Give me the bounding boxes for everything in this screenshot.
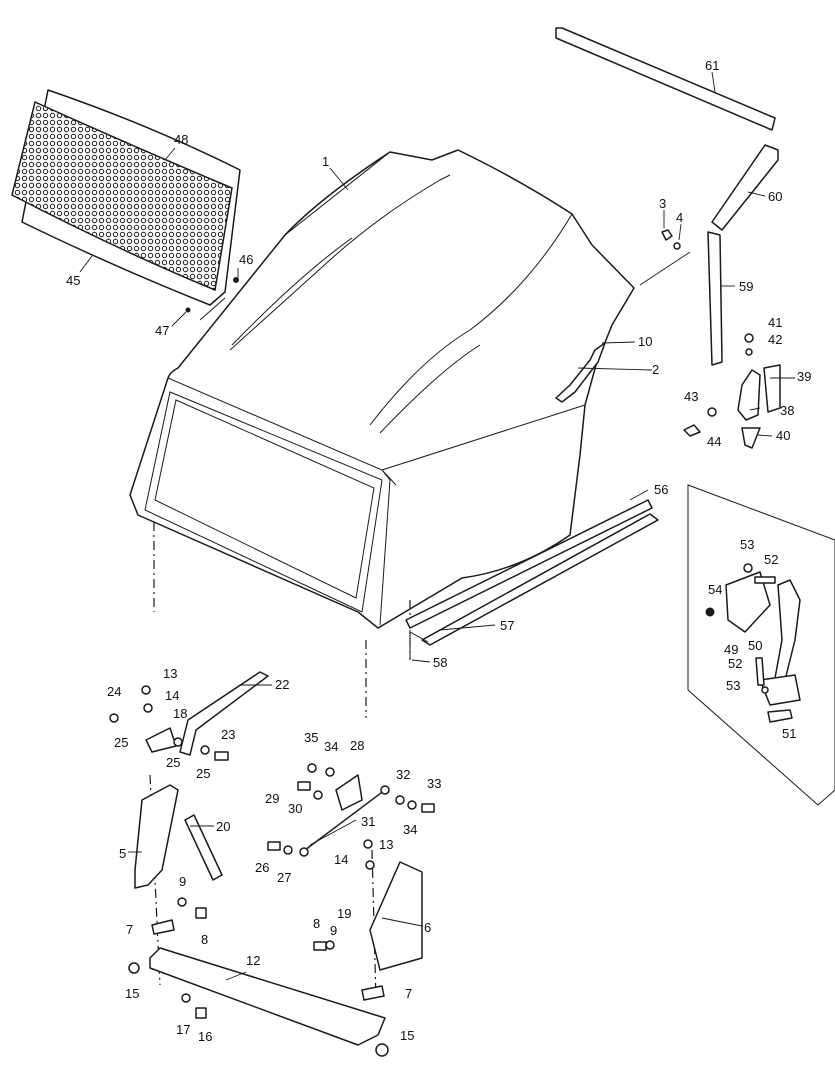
callout-7a: 7	[126, 922, 133, 937]
linkage-assembly	[109, 671, 435, 1057]
callout-9b: 9	[330, 923, 337, 938]
callout-56: 56	[654, 482, 668, 497]
callout-4: 4	[676, 210, 683, 225]
callout-52b: 52	[728, 656, 742, 671]
callout-27: 27	[277, 870, 291, 885]
callout-9a: 9	[179, 874, 186, 889]
callout-22: 22	[275, 677, 289, 692]
callout-43: 43	[684, 389, 698, 404]
callout-6: 6	[424, 920, 431, 935]
callout-44: 44	[707, 434, 721, 449]
callout-34b: 34	[403, 822, 417, 837]
callout-25b: 25	[166, 755, 180, 770]
callout-57: 57	[500, 618, 514, 633]
callout-8a: 8	[201, 932, 208, 947]
callout-10: 10	[638, 334, 652, 349]
callout-2: 2	[652, 362, 659, 377]
callout-28: 28	[350, 738, 364, 753]
callout-24: 24	[107, 684, 121, 699]
callout-3: 3	[659, 196, 666, 211]
hinge-hardware	[639, 229, 781, 449]
callout-58: 58	[433, 655, 447, 670]
callout-59: 59	[739, 279, 753, 294]
callout-49: 49	[724, 642, 738, 657]
callout-5: 5	[119, 846, 126, 861]
callout-20: 20	[216, 819, 230, 834]
callout-42: 42	[768, 332, 782, 347]
side-rails	[405, 499, 659, 660]
callout-15b: 15	[400, 1028, 414, 1043]
callout-30: 30	[288, 801, 302, 816]
callout-32: 32	[396, 767, 410, 782]
callout-53a: 53	[740, 537, 754, 552]
callout-47: 47	[155, 323, 169, 338]
grille-assembly	[11, 89, 241, 313]
callout-40: 40	[776, 428, 790, 443]
leader-lines	[79, 71, 795, 981]
callout-53b: 53	[726, 678, 740, 693]
callout-41: 41	[768, 315, 782, 330]
callout-14a: 14	[165, 688, 179, 703]
callout-38: 38	[780, 403, 794, 418]
callout-8b: 8	[313, 916, 320, 931]
callout-13a: 13	[163, 666, 177, 681]
callout-35: 35	[304, 730, 318, 745]
callout-39: 39	[797, 369, 811, 384]
callout-45: 45	[66, 273, 80, 288]
callout-labels: 1 2 3 4 5 6 7 7 8 8 9 9 10 12 13 13 14 1…	[66, 58, 811, 1044]
callout-25c: 25	[196, 766, 210, 781]
callout-29: 29	[265, 791, 279, 806]
callout-61: 61	[705, 58, 719, 73]
seal-strips	[555, 27, 779, 366]
callout-1: 1	[322, 154, 329, 169]
callout-7b: 7	[405, 986, 412, 1001]
callout-34a: 34	[324, 739, 338, 754]
callout-14b: 14	[334, 852, 348, 867]
callout-46: 46	[239, 252, 253, 267]
latch-panel	[687, 484, 835, 806]
callout-19: 19	[337, 906, 351, 921]
callout-16: 16	[198, 1029, 212, 1044]
callout-17: 17	[176, 1022, 190, 1037]
callout-33: 33	[427, 776, 441, 791]
callout-48: 48	[174, 132, 188, 147]
callout-25a: 25	[114, 735, 128, 750]
callout-23: 23	[221, 727, 235, 742]
callout-31: 31	[361, 814, 375, 829]
callout-60: 60	[768, 189, 782, 204]
callout-51: 51	[782, 726, 796, 741]
callout-52a: 52	[764, 552, 778, 567]
callout-13b: 13	[379, 837, 393, 852]
callout-15a: 15	[125, 986, 139, 1001]
callout-26: 26	[255, 860, 269, 875]
callout-18: 18	[173, 706, 187, 721]
callout-50: 50	[748, 638, 762, 653]
callout-54: 54	[708, 582, 722, 597]
callout-12: 12	[246, 953, 260, 968]
